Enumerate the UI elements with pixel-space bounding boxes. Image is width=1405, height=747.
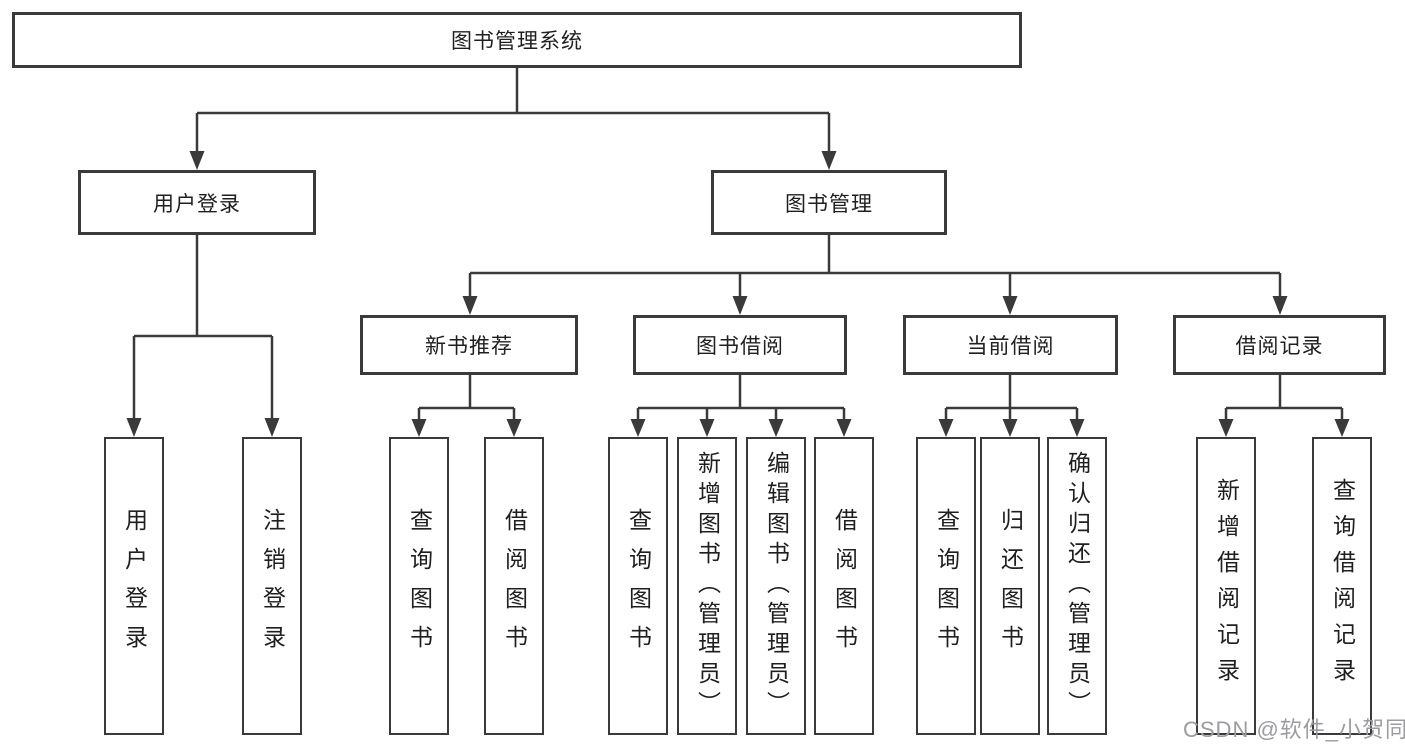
watermark: CSDN @软件_小贺同学 — [1183, 717, 1405, 742]
leaf-borrow-book-2: 借阅图书 — [814, 437, 874, 735]
node-user-login: 用户登录 — [78, 170, 316, 235]
leaf-query-book-2: 查询图书 — [608, 437, 668, 735]
leaf-add-book-admin: 新增图书（管理员） — [677, 437, 737, 735]
leaf-borrow-book-1: 借阅图书 — [484, 437, 544, 735]
node-book-borrow: 图书借阅 — [633, 315, 847, 375]
leaf-user-login: 用户登录 — [104, 437, 164, 735]
node-current-borrow: 当前借阅 — [903, 315, 1118, 375]
leaf-add-borrow-record: 新增借阅记录 — [1196, 437, 1256, 735]
leaf-query-borrow-record: 查询借阅记录 — [1312, 437, 1372, 735]
node-borrow-records: 借阅记录 — [1173, 315, 1386, 375]
leaf-query-book-1: 查询图书 — [389, 437, 449, 735]
leaf-confirm-return-admin: 确认归还（管理员） — [1047, 437, 1107, 735]
leaf-logout: 注销登录 — [242, 437, 302, 735]
node-root: 图书管理系统 — [12, 12, 1022, 68]
leaf-query-book-3: 查询图书 — [916, 437, 976, 735]
leaf-edit-book-admin: 编辑图书（管理员） — [746, 437, 806, 735]
node-new-book-rec: 新书推荐 — [360, 315, 578, 375]
leaf-return-book: 归还图书 — [980, 437, 1040, 735]
node-book-mgmt: 图书管理 — [711, 170, 947, 235]
